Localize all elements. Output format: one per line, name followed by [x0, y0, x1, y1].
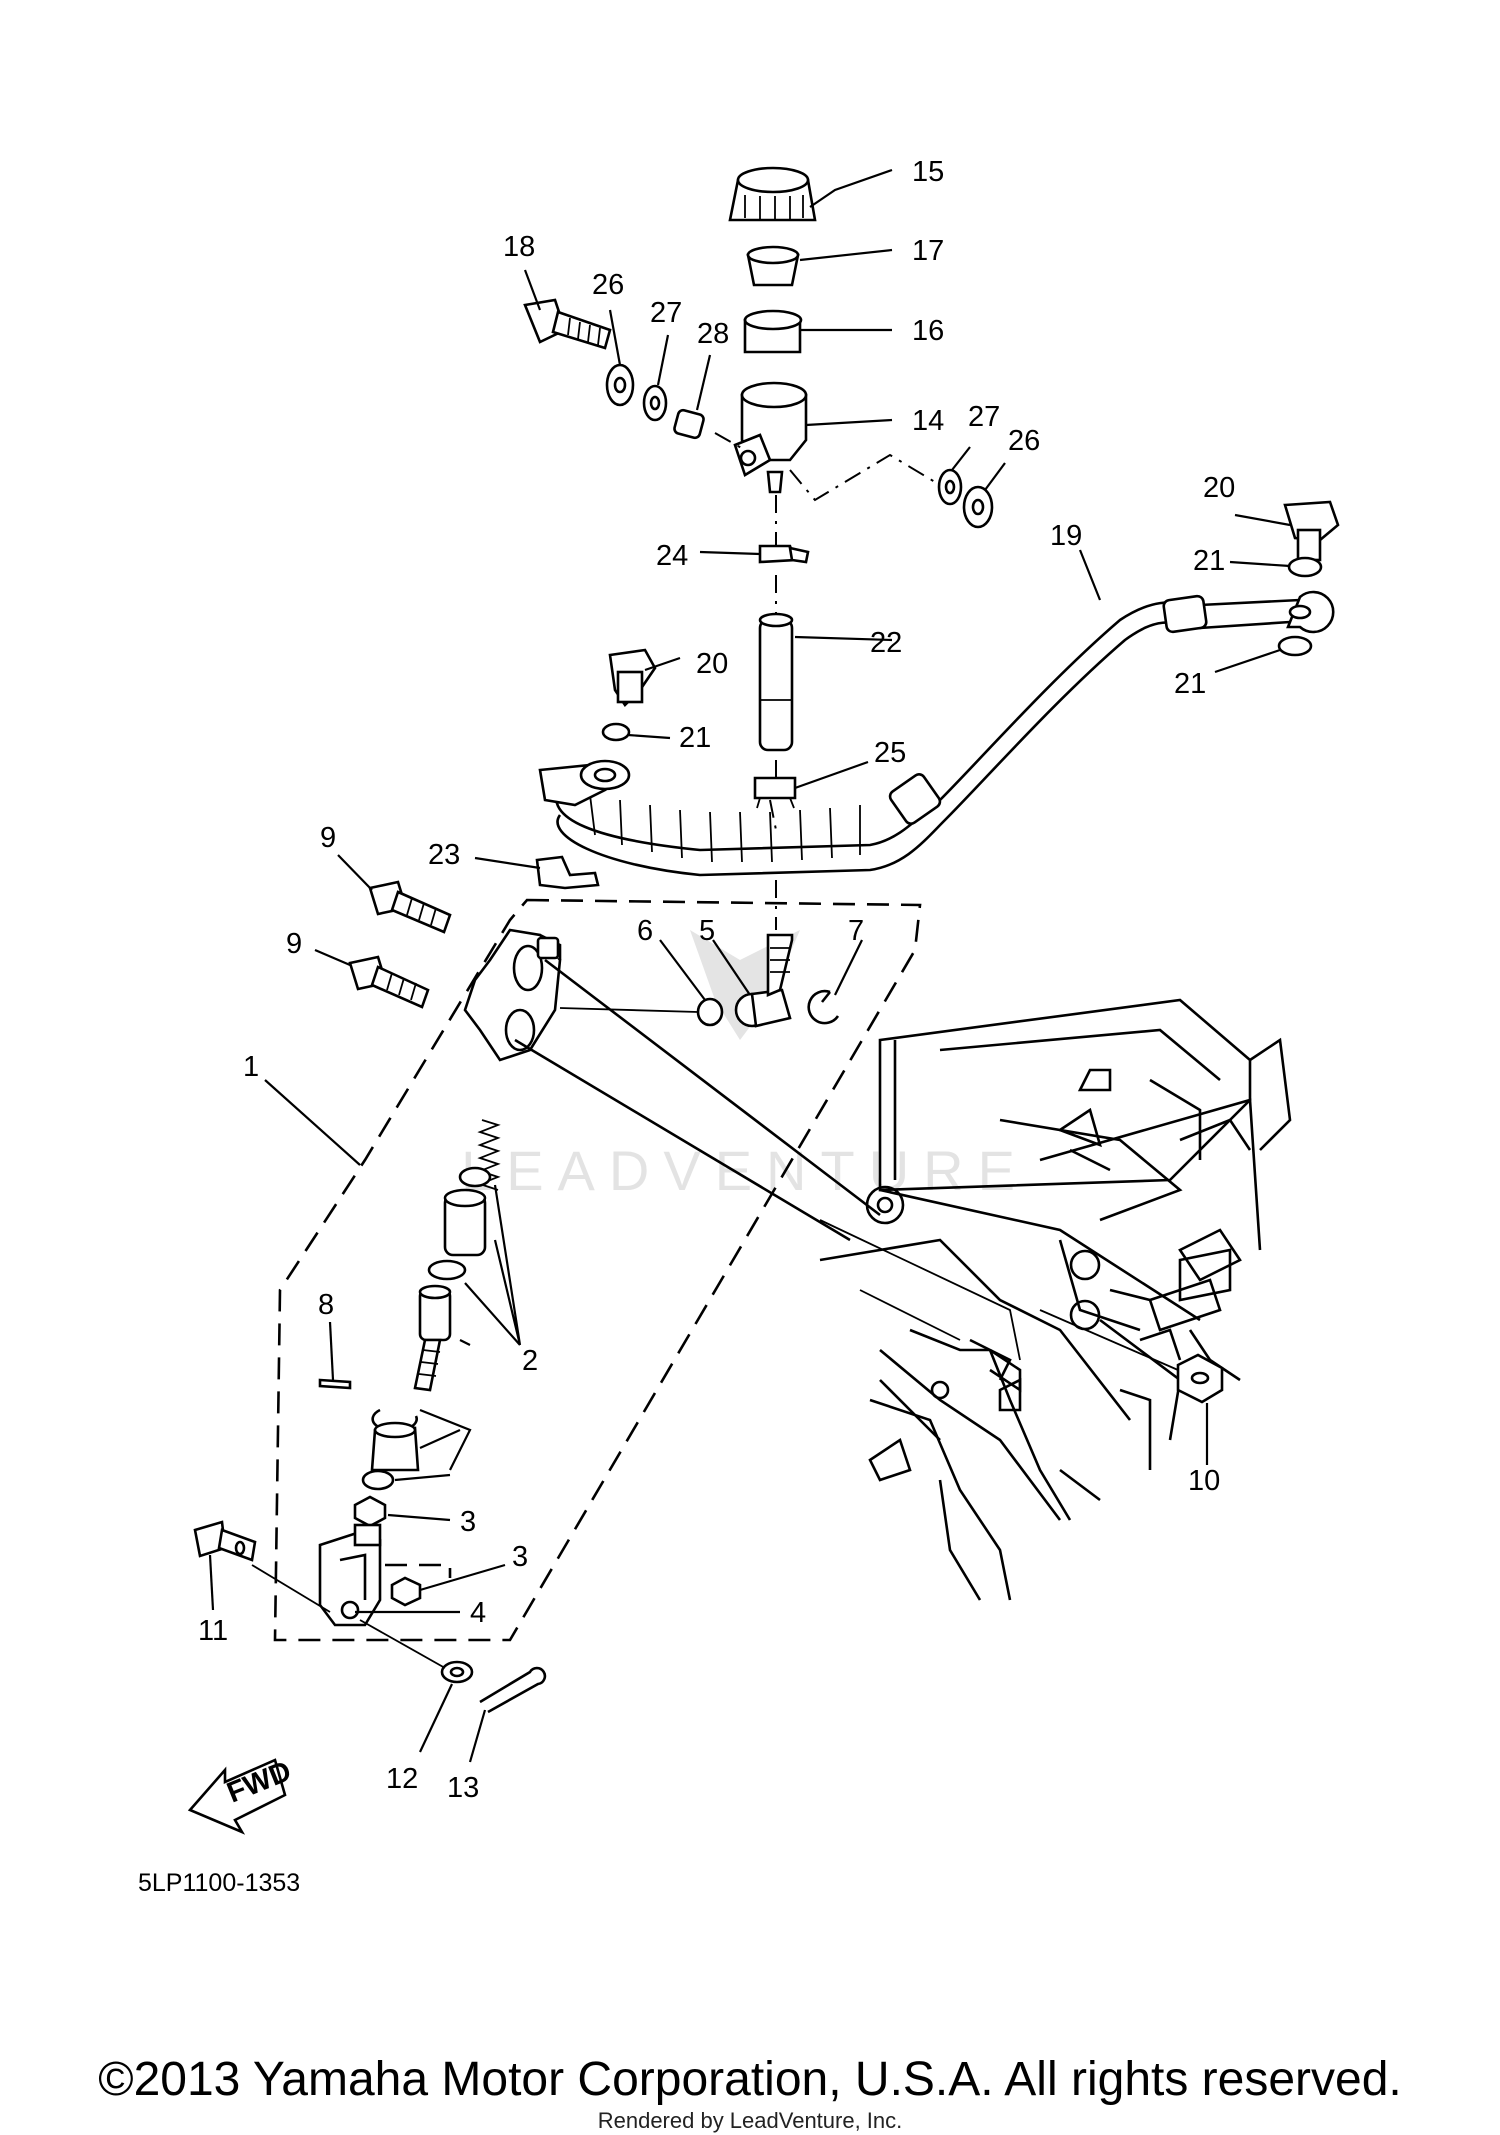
callout-2: 2	[522, 1345, 538, 1377]
hose-axis-line-lower	[769, 799, 777, 930]
piston-cup	[443, 1188, 487, 1257]
callout-27-right: 27	[968, 401, 1000, 433]
callout-20-right: 20	[1203, 472, 1235, 504]
pin-8	[318, 1378, 352, 1390]
boot	[370, 1421, 420, 1472]
push-rod	[413, 1284, 452, 1392]
callout-15: 15	[912, 156, 944, 188]
callout-12: 12	[386, 1763, 418, 1795]
clamp-25	[753, 776, 797, 809]
nut-10	[1176, 1353, 1224, 1404]
callout-18: 18	[503, 231, 535, 263]
reservoir-hose-22	[758, 612, 794, 752]
callout-9-upper: 9	[320, 822, 336, 854]
callout-10: 10	[1188, 1465, 1220, 1497]
boot-ring	[361, 1469, 395, 1491]
washer-12	[440, 1660, 474, 1684]
callout-21-left: 21	[679, 722, 711, 754]
secondary-cup	[427, 1259, 467, 1281]
o-ring-axis	[559, 1007, 699, 1013]
callout-8: 8	[318, 1289, 334, 1321]
bolt-9-upper	[368, 880, 452, 934]
callout-3-upper: 3	[460, 1506, 476, 1538]
assembly-1-outline	[273, 898, 922, 1642]
callout-14: 14	[912, 405, 944, 437]
washer-26-left	[605, 363, 635, 407]
pin-11	[193, 1520, 257, 1562]
callout-26-right: 26	[1008, 425, 1040, 457]
hose-guide-23	[535, 855, 600, 890]
washer-axis	[359, 1619, 446, 1669]
nut-10-axis	[1039, 1309, 1179, 1371]
nut-3-lower	[390, 1576, 422, 1607]
washer-21-right-bottom	[1277, 635, 1313, 657]
callout-22: 22	[870, 627, 902, 659]
nut-axis	[385, 1563, 452, 1578]
diagram-code: 5LP1100-1353	[138, 1869, 300, 1897]
callout-9-lower: 9	[286, 928, 302, 960]
callout-26-left: 26	[592, 269, 624, 301]
spring-seat	[458, 1166, 492, 1188]
reservoir-cap-15	[728, 166, 817, 222]
washer-27-right	[937, 468, 963, 506]
watermark-text: LEADVENTURE	[461, 1139, 1029, 1202]
nut-3-upper	[353, 1495, 387, 1528]
reservoir-14	[733, 381, 808, 494]
callout-23: 23	[428, 839, 460, 871]
banjo-bolt-20-right	[1283, 500, 1340, 562]
circlip-7	[807, 989, 840, 1025]
callout-17: 17	[912, 235, 944, 267]
pin-11-axis	[251, 1564, 331, 1613]
washer-26-right	[962, 485, 994, 529]
callout-5: 5	[699, 915, 715, 947]
callout-13: 13	[447, 1772, 479, 1804]
banjo-bolt-20-left	[608, 648, 657, 708]
callout-21-right-top: 21	[1193, 545, 1225, 577]
washer-27-left	[642, 384, 668, 422]
hose-joint-5	[734, 933, 794, 1028]
leader-lines	[208, 168, 1291, 1763]
brake-hose-19	[554, 590, 1335, 877]
bolt-9-lower	[348, 955, 430, 1009]
callout-24: 24	[656, 540, 688, 572]
collar-28	[673, 408, 705, 440]
callout-4: 4	[470, 1597, 486, 1629]
callout-21-right-bottom: 21	[1174, 668, 1206, 700]
diaphragm-holder-17	[746, 245, 800, 287]
washer-21-left	[601, 722, 631, 742]
washer-21-right-top	[1287, 556, 1323, 578]
callout-19: 19	[1050, 520, 1082, 552]
rendered-by-text: Rendered by LeadVenture, Inc.	[597, 2108, 903, 2133]
fwd-arrow-icon: FWD	[187, 1755, 296, 1835]
callout-27-left: 27	[650, 297, 682, 329]
callout-20-left: 20	[696, 648, 728, 680]
master-cylinder-body	[463, 928, 881, 1242]
callout-7: 7	[848, 915, 864, 947]
frame-illustration	[819, 998, 1292, 1601]
bolt-axis-line	[714, 432, 941, 502]
callout-11: 11	[198, 1615, 228, 1647]
o-ring-6	[696, 997, 724, 1027]
callout-28: 28	[697, 318, 729, 350]
clevis-4	[318, 1523, 382, 1627]
diaphragm-16	[743, 309, 803, 354]
left-banjo-fitting	[538, 759, 631, 807]
callout-16: 16	[912, 315, 944, 347]
callout-3-lower: 3	[512, 1541, 528, 1573]
callout-25: 25	[874, 737, 906, 769]
copyright-footer: ©2013 Yamaha Motor Corporation, U.S.A. A…	[98, 2053, 1402, 2106]
callout-6: 6	[637, 915, 653, 947]
callouts: 15 17 16 14 18 26 27 28 27 26 20 21 21 1…	[198, 156, 1235, 1804]
callout-1: 1	[243, 1051, 259, 1083]
cotter-pin-13	[479, 1666, 547, 1714]
bolt-18	[523, 298, 612, 350]
clamp-24	[758, 544, 810, 564]
spring	[477, 1119, 501, 1191]
